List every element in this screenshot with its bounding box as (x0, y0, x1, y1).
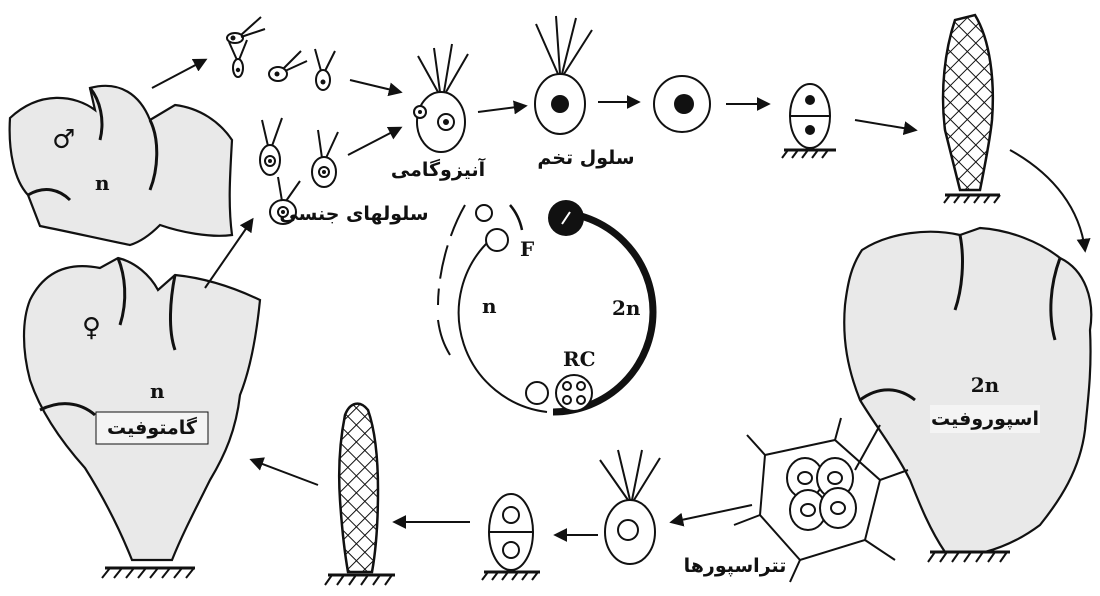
male-symbol: ♂ (52, 125, 75, 155)
alternation-cycle: F n 2n RC (438, 200, 653, 412)
arrow-to-young-sporophyte (855, 120, 915, 130)
cycle-label-2n: 2n (612, 296, 641, 320)
cycle-label-RC: RC (563, 347, 596, 371)
arrow-to-tetraspore (672, 505, 752, 522)
two-celled-germling (782, 84, 836, 158)
sporophyte-thallus: 2n اسپوروفیت (844, 228, 1091, 562)
arrow-to-sporophyte (1010, 150, 1085, 250)
anisogamy-label: آنیزوگامی (391, 157, 486, 181)
anisogamy-fusion: آنیزوگامی (391, 44, 486, 181)
female-gamete-node (486, 229, 508, 251)
haploid-n-label-top: n (95, 171, 110, 195)
spore-node (526, 382, 548, 404)
young-gametophyte-filament (325, 404, 395, 585)
zygote-label: سلول تخم (537, 147, 634, 169)
female-gametophyte-thallus: ♀ n گامتوفیت (24, 258, 260, 578)
rounded-zygote (654, 76, 710, 132)
tetraspores-label: تتراسپورها (684, 555, 787, 577)
cycle-label-F: F (520, 237, 534, 261)
gametes-label: سلولهای جنسی (279, 203, 428, 225)
cycle-label-n: n (482, 294, 497, 318)
two-celled-germling-bottom (482, 494, 540, 580)
sporophyte-label: اسپوروفیت (931, 408, 1039, 430)
female-symbol: ♀ (82, 313, 101, 343)
male-gametophyte-thallus: ♂ n (10, 86, 232, 245)
arrow-to-gametophyte (252, 460, 318, 485)
male-gametes (152, 17, 400, 92)
haploid-n-label-left: n (150, 379, 165, 403)
zygote: سلول تخم (535, 16, 635, 169)
gametophyte-label: گامتوفیت (107, 416, 198, 439)
arrow-anisogamy-to-zygote (478, 106, 525, 112)
tetraspore: تتراسپورها (600, 450, 786, 577)
reduction-cell-node (556, 375, 592, 411)
diploid-2n-label: 2n (971, 373, 1000, 397)
young-sporophyte-filament (943, 15, 1000, 203)
male-gamete-node (476, 205, 492, 221)
